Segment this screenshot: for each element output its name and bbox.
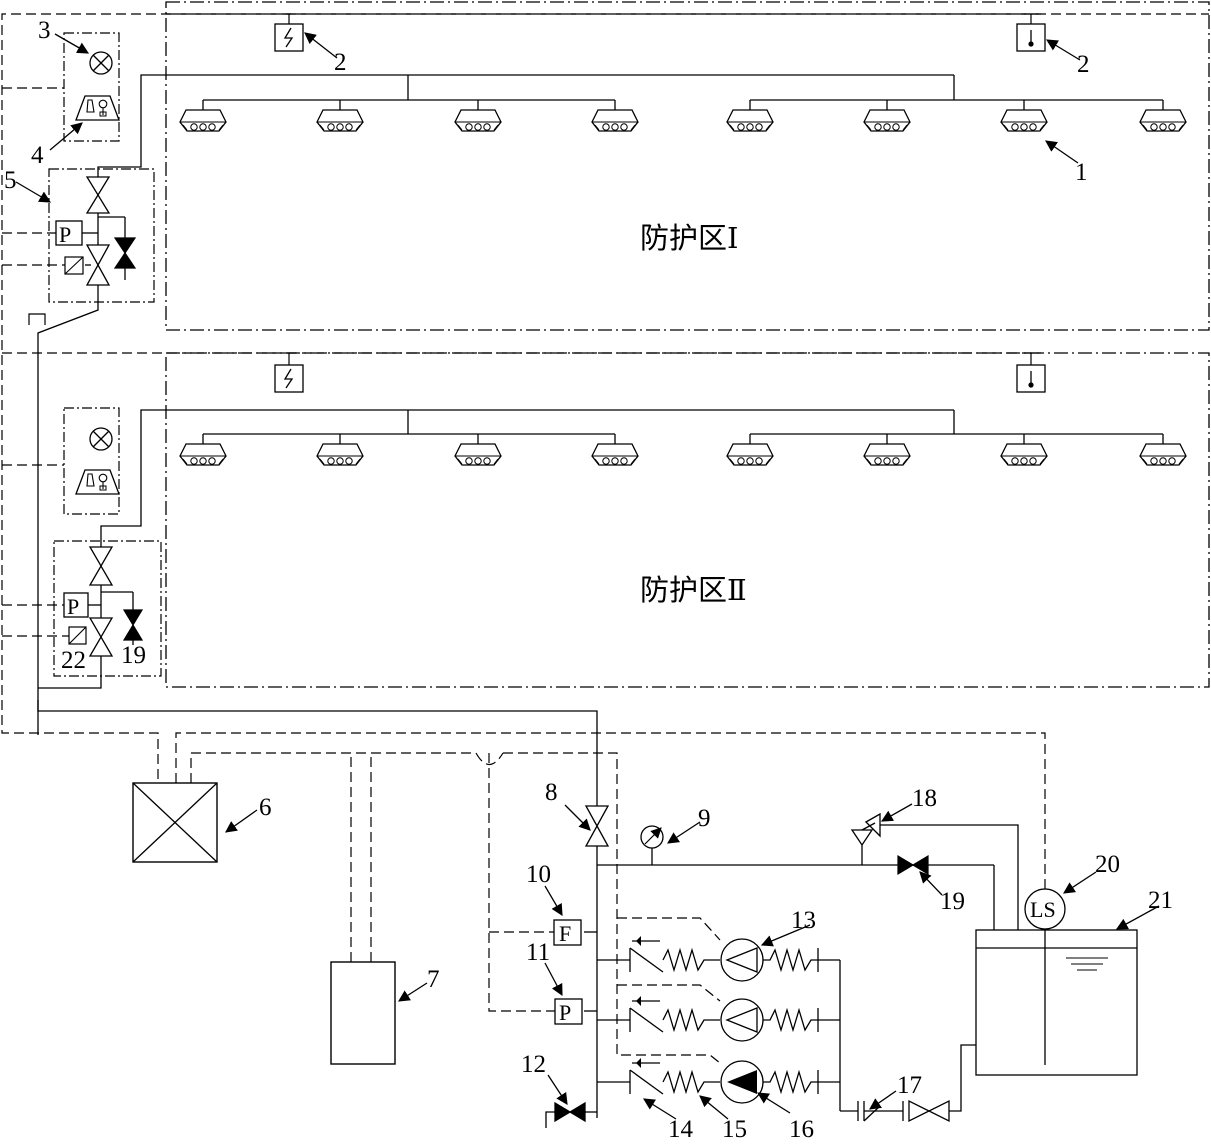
zone-2-nozzles xyxy=(179,433,1187,466)
pump-row-2 xyxy=(597,998,840,1042)
alarm-box-zone1 xyxy=(63,32,120,142)
pressure-switch-label-2: P xyxy=(67,594,79,619)
callout-18: 18 xyxy=(912,785,937,812)
callout-12: 12 xyxy=(521,1051,546,1078)
callout-11: 11 xyxy=(526,939,550,966)
callout-5: 5 xyxy=(4,167,17,194)
solenoid-valve-zone2 xyxy=(88,617,114,657)
water-tank xyxy=(975,929,1138,1076)
zone-valve-1 xyxy=(85,176,111,214)
signal-wiring xyxy=(1,13,1209,1064)
callout-20: 20 xyxy=(1095,851,1120,878)
callout-10: 10 xyxy=(526,861,551,888)
zone-2-label: 防护区Ⅱ xyxy=(640,574,747,607)
callout-16: 16 xyxy=(789,1116,814,1143)
pressure-switch-main-label: P xyxy=(559,1000,571,1025)
zone-valve-2 xyxy=(88,546,114,586)
zone-2-pipe-network xyxy=(100,409,1163,547)
check-valve-19 xyxy=(897,854,929,876)
pressure-switch-zone2 xyxy=(63,592,89,618)
callout-8: 8 xyxy=(545,779,558,806)
callout-14: 14 xyxy=(668,1116,694,1143)
flow-switch-label: F xyxy=(559,921,571,946)
power-supply-cabinet xyxy=(330,961,396,1065)
drain-valve-zone2 xyxy=(122,609,144,641)
zone-1-boundary xyxy=(165,1,1210,331)
pump-row-1 xyxy=(597,938,840,982)
pressure-switch-label: P xyxy=(59,222,71,247)
callout-4: 4 xyxy=(31,142,44,169)
drain-valve-12 xyxy=(545,1101,597,1128)
callout-9: 9 xyxy=(698,805,711,832)
safety-relief-valve xyxy=(850,812,881,847)
callout-19: 19 xyxy=(940,888,965,915)
zone-2-boundary xyxy=(165,352,1210,688)
callout-2b: 2 xyxy=(1077,51,1090,78)
solenoid-valve-zone1 xyxy=(85,244,111,286)
alarm-box-zone2 xyxy=(63,407,120,515)
callout-13: 13 xyxy=(791,907,816,934)
callout-22: 22 xyxy=(61,647,86,674)
callout-21: 21 xyxy=(1148,887,1173,914)
zone-valve-box-2 xyxy=(53,540,162,677)
main-valve xyxy=(584,805,610,847)
callout-1: 1 xyxy=(1075,159,1088,186)
water-level-mark xyxy=(1066,957,1108,971)
callout-7: 7 xyxy=(427,966,440,993)
zone-valve-box-1 xyxy=(48,168,155,303)
pump-16 xyxy=(727,1070,757,1094)
callout-19b: 19 xyxy=(121,642,146,669)
callout-2a: 2 xyxy=(334,49,347,76)
level-switch-label: LS xyxy=(1030,897,1056,922)
zone-1-nozzles xyxy=(179,99,1187,132)
zone-1-label: 防护区Ⅰ xyxy=(640,222,738,255)
callout-6: 6 xyxy=(259,794,272,821)
sound-light-alarm-icon xyxy=(75,95,120,121)
callout-3: 3 xyxy=(38,17,51,44)
pump-row-3 xyxy=(597,1060,840,1104)
drain-valve-zone1 xyxy=(113,237,137,269)
callout-arrows xyxy=(15,32,1160,1120)
callout-17: 17 xyxy=(897,1072,922,1099)
callout-15: 15 xyxy=(722,1116,747,1143)
